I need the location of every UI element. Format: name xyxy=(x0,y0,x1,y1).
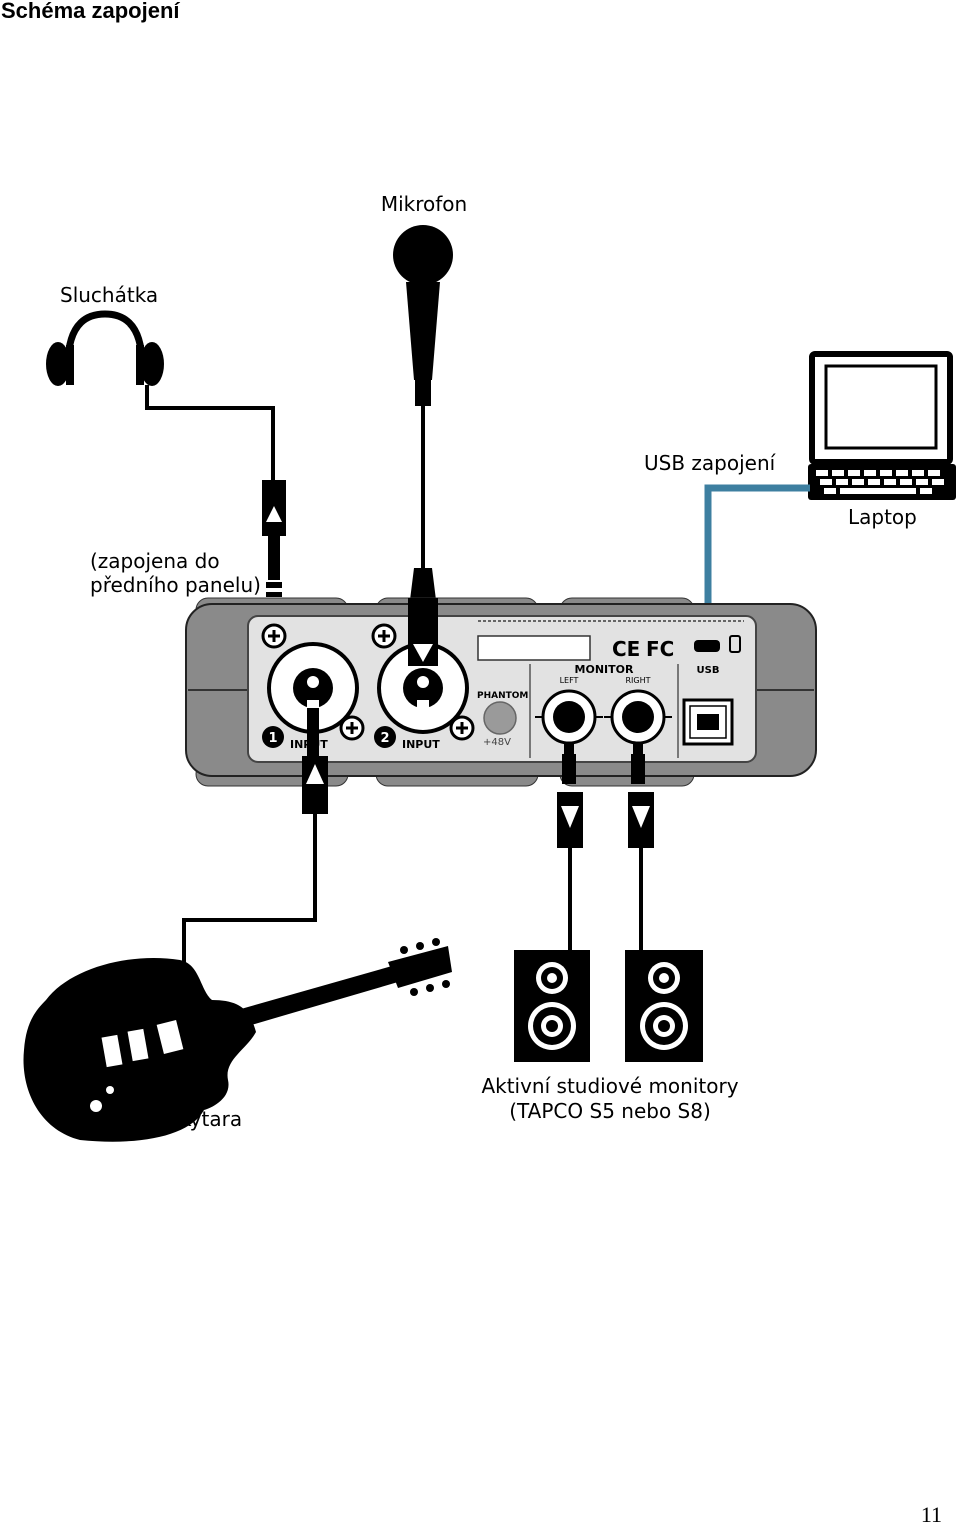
guitar-label: Kytara xyxy=(178,1107,242,1131)
headphones-cable xyxy=(145,385,275,482)
input-2-combo-jack[interactable] xyxy=(377,642,469,734)
microphone-icon xyxy=(393,225,453,406)
page-number: 11 xyxy=(920,1502,942,1527)
phantom-power-button[interactable] xyxy=(483,701,517,735)
laptop-label: Laptop xyxy=(848,505,917,529)
ce-mark: CE xyxy=(612,637,640,661)
page-title: Schéma zapojení xyxy=(1,0,180,23)
laptop-icon xyxy=(808,351,956,500)
right-monitor-jack-icon xyxy=(628,742,654,848)
input-1-number: 1 xyxy=(268,731,277,746)
fc-mark: FC xyxy=(646,637,674,661)
right-speaker-icon xyxy=(625,950,703,1062)
front-panel-label-line2: předního panelu) xyxy=(90,573,261,597)
kensington-lock-icon xyxy=(729,635,741,653)
left-speaker-icon xyxy=(514,950,590,1062)
right-label: RIGHT xyxy=(625,676,650,685)
guitar-jack-icon xyxy=(302,708,328,814)
left-label: LEFT xyxy=(560,676,579,685)
monitors-label-line1: Aktivní studiové monitory xyxy=(481,1074,738,1098)
monitor-left-jack[interactable] xyxy=(535,689,603,745)
monitors-label-line2: (TAPCO S5 nebo S8) xyxy=(509,1099,711,1123)
guitar-icon xyxy=(23,938,452,1142)
usb-port[interactable] xyxy=(682,698,734,746)
phantom-voltage-label: +48V xyxy=(483,737,511,748)
front-panel-label-line1: (zapojena do xyxy=(90,549,220,573)
usb-label: USB zapojení xyxy=(644,451,777,475)
input-2-number-badge xyxy=(374,726,396,748)
phantom-label: PHANTOM xyxy=(477,691,528,701)
monitor-label: MONITOR xyxy=(575,663,634,676)
usb-indicator xyxy=(694,640,720,652)
headphones-label: Sluchátka xyxy=(60,283,158,307)
guitar-cable xyxy=(182,812,317,970)
microphone-label: Mikrofon xyxy=(381,192,467,216)
monitor-right-jack[interactable] xyxy=(604,689,672,745)
usb-port-label: USB xyxy=(697,665,720,676)
input-2-number: 2 xyxy=(380,731,389,746)
xlr-plug-icon xyxy=(408,598,438,666)
input-2-label: INPUT xyxy=(402,738,440,751)
input-2-latch-icon xyxy=(371,623,475,741)
input-1-latch-icon xyxy=(261,623,365,741)
headphones-icon xyxy=(46,310,164,386)
left-monitor-jack-icon xyxy=(557,742,583,848)
headphone-jack-icon xyxy=(262,480,286,597)
input-1-number-badge xyxy=(262,726,284,748)
